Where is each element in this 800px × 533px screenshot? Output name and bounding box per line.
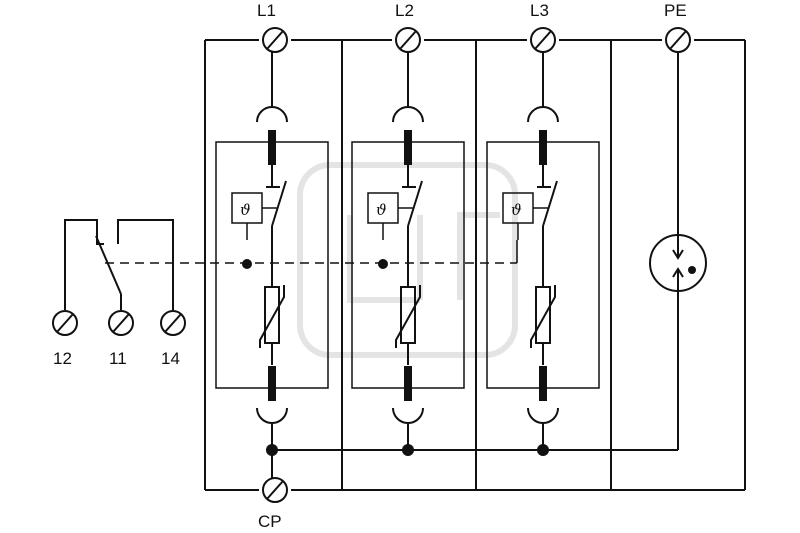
screw-terminal-icon xyxy=(52,310,78,336)
thermal-disconnector-icon: ϑ xyxy=(376,201,387,219)
terminal-label-l1: L1 xyxy=(257,1,276,20)
screw-terminal-icon xyxy=(160,310,186,336)
spark-gap-icon xyxy=(649,52,707,450)
screw-terminal-icon xyxy=(395,27,421,53)
thermal-disconnector-icon: ϑ xyxy=(240,201,251,219)
screw-terminal-icon xyxy=(262,27,288,53)
protection-module-l1 xyxy=(215,51,329,457)
terminal-label-l2: L2 xyxy=(395,1,414,20)
thermal-disconnector-icon: ϑ xyxy=(511,201,522,219)
aux-terminal-label-11: 11 xyxy=(109,349,127,368)
terminal-label-l3: L3 xyxy=(530,1,549,20)
aux-terminal-label-14: 14 xyxy=(161,349,180,368)
common-bus xyxy=(271,449,678,478)
screw-terminal-icon xyxy=(108,310,134,336)
terminal-label-pe: PE xyxy=(664,1,687,20)
protection-module-l3 xyxy=(486,51,600,457)
screw-terminal-icon xyxy=(665,27,691,53)
aux-terminal-label-12: 12 xyxy=(53,349,72,368)
screw-terminal-icon xyxy=(530,27,556,53)
housing-frame xyxy=(204,39,746,491)
terminal-label-cp: CP xyxy=(258,512,282,531)
mechanical-linkage xyxy=(105,240,518,269)
changeover-contact-icon xyxy=(64,219,174,310)
protection-module-l2 xyxy=(351,51,465,457)
screw-terminal-icon xyxy=(262,477,288,503)
